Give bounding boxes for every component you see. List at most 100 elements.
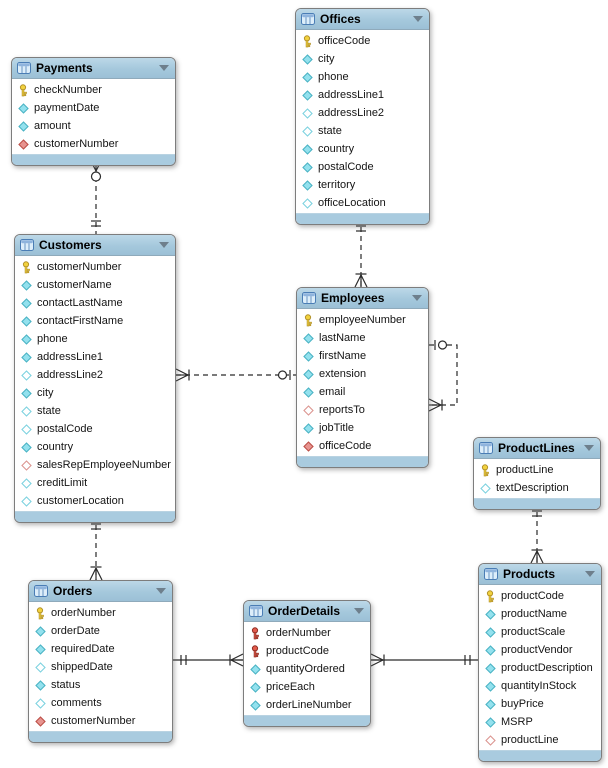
column-row-paymentDate[interactable]: paymentDate [12, 99, 175, 117]
column-row-firstName[interactable]: firstName [297, 347, 428, 365]
column-name: MSRP [501, 716, 533, 728]
column-row-textDescription[interactable]: textDescription [474, 479, 600, 497]
column-row-shippedDate[interactable]: shippedDate [29, 658, 172, 676]
column-row-officeLocation[interactable]: officeLocation [296, 194, 429, 212]
column-row-addressLine1[interactable]: addressLine1 [15, 348, 175, 366]
table-header-customers[interactable]: Customers [15, 235, 175, 256]
column-row-productCode[interactable]: productCode [244, 642, 370, 660]
column-row-status[interactable]: status [29, 676, 172, 694]
column-row-employeeNumber[interactable]: employeeNumber [297, 311, 428, 329]
column-row-phone[interactable]: phone [296, 68, 429, 86]
column-row-productName[interactable]: productName [479, 605, 601, 623]
column-row-extension[interactable]: extension [297, 365, 428, 383]
column-row-creditLimit[interactable]: creditLimit [15, 474, 175, 492]
column-icon [302, 143, 313, 155]
column-row-reportsTo[interactable]: reportsTo [297, 401, 428, 419]
collapse-arrow-icon[interactable] [159, 242, 169, 248]
column-row-customerNumber[interactable]: customerNumber [12, 135, 175, 153]
column-row-productCode[interactable]: productCode [479, 587, 601, 605]
table-header-payments[interactable]: Payments [12, 58, 175, 79]
column-row-productLine[interactable]: productLine [479, 731, 601, 749]
column-row-jobTitle[interactable]: jobTitle [297, 419, 428, 437]
column-name: addressLine2 [318, 107, 385, 119]
table-title: ProductLines [498, 441, 575, 455]
nullable-column-icon [35, 697, 46, 709]
column-row-customerLocation[interactable]: customerLocation [15, 492, 175, 510]
foreign-key-icon [35, 715, 46, 727]
column-row-addressLine1[interactable]: addressLine1 [296, 86, 429, 104]
collapse-arrow-icon[interactable] [412, 295, 422, 301]
column-row-postalCode[interactable]: postalCode [15, 420, 175, 438]
nullable-column-icon [302, 107, 313, 119]
column-name: orderNumber [51, 607, 116, 619]
column-row-addressLine2[interactable]: addressLine2 [15, 366, 175, 384]
table-header-offices[interactable]: Offices [296, 9, 429, 30]
column-row-country[interactable]: country [296, 140, 429, 158]
column-row-territory[interactable]: territory [296, 176, 429, 194]
column-row-contactFirstName[interactable]: contactFirstName [15, 312, 175, 330]
column-row-phone[interactable]: phone [15, 330, 175, 348]
column-row-orderNumber[interactable]: orderNumber [244, 624, 370, 642]
collapse-arrow-icon[interactable] [584, 445, 594, 451]
relationship-employees-employees[interactable] [429, 344, 458, 406]
column-row-city[interactable]: city [296, 50, 429, 68]
column-row-country[interactable]: country [15, 438, 175, 456]
column-row-lastName[interactable]: lastName [297, 329, 428, 347]
table-icon [302, 292, 316, 304]
table-header-orderdetails[interactable]: OrderDetails [244, 601, 370, 622]
collapse-arrow-icon[interactable] [413, 16, 423, 22]
column-row-salesRepEmployeeNumber[interactable]: salesRepEmployeeNumber [15, 456, 175, 474]
column-row-city[interactable]: city [15, 384, 175, 402]
column-row-requiredDate[interactable]: requiredDate [29, 640, 172, 658]
column-row-quantityInStock[interactable]: quantityInStock [479, 677, 601, 695]
collapse-arrow-icon[interactable] [354, 608, 364, 614]
column-row-postalCode[interactable]: postalCode [296, 158, 429, 176]
column-row-comments[interactable]: comments [29, 694, 172, 712]
column-name: creditLimit [37, 477, 88, 489]
column-icon [485, 716, 496, 728]
column-row-state[interactable]: state [15, 402, 175, 420]
collapse-arrow-icon[interactable] [159, 65, 169, 71]
collapse-arrow-icon[interactable] [585, 571, 595, 577]
column-name: officeCode [318, 35, 371, 47]
table-header-products[interactable]: Products [479, 564, 601, 585]
table-header-orders[interactable]: Orders [29, 581, 172, 602]
column-row-customerNumber[interactable]: customerNumber [15, 258, 175, 276]
column-row-productDescription[interactable]: productDescription [479, 659, 601, 677]
column-row-addressLine2[interactable]: addressLine2 [296, 104, 429, 122]
primary-key-icon [19, 83, 27, 96]
column-row-orderLineNumber[interactable]: orderLineNumber [244, 696, 370, 714]
column-icon [21, 441, 32, 453]
column-row-priceEach[interactable]: priceEach [244, 678, 370, 696]
table-header-productlines[interactable]: ProductLines [474, 438, 600, 459]
column-row-state[interactable]: state [296, 122, 429, 140]
column-row-email[interactable]: email [297, 383, 428, 401]
column-row-productVendor[interactable]: productVendor [479, 641, 601, 659]
column-row-officeCode[interactable]: officeCode [296, 32, 429, 50]
column-row-contactLastName[interactable]: contactLastName [15, 294, 175, 312]
column-row-quantityOrdered[interactable]: quantityOrdered [244, 660, 370, 678]
column-row-customerNumber[interactable]: customerNumber [29, 712, 172, 730]
column-row-orderDate[interactable]: orderDate [29, 622, 172, 640]
column-row-customerName[interactable]: customerName [15, 276, 175, 294]
column-row-orderNumber[interactable]: orderNumber [29, 604, 172, 622]
collapse-arrow-icon[interactable] [156, 588, 166, 594]
column-row-checkNumber[interactable]: checkNumber [12, 81, 175, 99]
column-row-buyPrice[interactable]: buyPrice [479, 695, 601, 713]
column-row-MSRP[interactable]: MSRP [479, 713, 601, 731]
column-row-productScale[interactable]: productScale [479, 623, 601, 641]
column-row-productLine[interactable]: productLine [474, 461, 600, 479]
column-row-amount[interactable]: amount [12, 117, 175, 135]
column-row-officeCode[interactable]: officeCode [297, 437, 428, 455]
column-name: firstName [319, 350, 367, 362]
table-header-employees[interactable]: Employees [297, 288, 428, 309]
